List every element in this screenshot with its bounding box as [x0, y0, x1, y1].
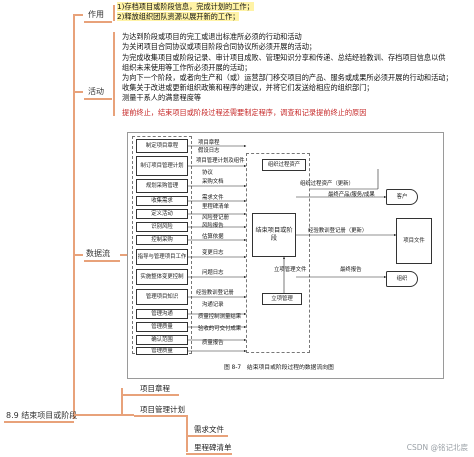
node-zuoyong-underline	[84, 21, 112, 23]
legislation-mgmt-box: 立项管理	[262, 293, 302, 305]
huodong-line-5: 为向下一个阶段，或者向生产和（或）运营部门移交项目的产品、服务或成果所必须开展的…	[122, 73, 453, 82]
huodong-line-1: 为达到阶段或项目的完工或退出标准所必须的行动和活动	[122, 32, 302, 41]
huodong-line-7: 测量干系人的满意程度等	[122, 93, 202, 102]
grandchild-node-2[interactable]: 里程碑清单	[194, 443, 232, 452]
grandchild-node-2-underline	[186, 453, 232, 455]
children-bracket	[121, 388, 123, 414]
child-2-connector	[121, 414, 134, 416]
node-shujuliu[interactable]: 数据流	[86, 249, 110, 258]
huodong-bracket	[113, 32, 115, 116]
flow-label-16: 验收的可交付成果	[198, 326, 242, 332]
final-report-label: 最终报告	[340, 267, 362, 273]
process-box-1: 制定项目章程	[136, 139, 188, 153]
process-box-8: 指导与管理项目工作	[136, 249, 188, 265]
grandchild-node-1[interactable]: 需求文件	[194, 425, 224, 434]
branch-connector-zuoyong	[73, 14, 83, 16]
child-1-connector	[121, 394, 134, 396]
process-box-4: 收集需求	[136, 196, 188, 206]
org-assets-box: 组织过程资产	[262, 159, 306, 171]
project-docs-box: 项目文件	[396, 218, 432, 264]
shujuliu-to-diagram	[120, 254, 127, 256]
process-box-12: 管理质量	[136, 322, 188, 332]
center-dashed-frame	[246, 153, 310, 353]
flow-label-11: 变更日志	[202, 250, 224, 256]
flow-label-14: 沟通记录	[202, 302, 224, 308]
child-node-2-underline	[134, 415, 186, 417]
huodong-line-3: 为完成收集项目或阶段记录、审计项目成败、管理知识分享和传递、总结经验教训、存档项…	[122, 53, 446, 62]
process-box-3: 规划采购管理	[136, 179, 188, 193]
node-huodong[interactable]: 活动	[88, 87, 104, 96]
center-process-box: 结束项目或阶段	[252, 213, 296, 257]
process-box-2: 制订项目管理计划	[136, 156, 188, 176]
diagram-caption: 图 8-7 结束项目或阶段过程的数据流向图	[224, 365, 334, 371]
process-box-7: 控制采购	[136, 235, 188, 245]
flow-label-7: 里程碑清单	[202, 204, 229, 210]
zuoyong-bracket	[113, 5, 115, 21]
flow-label-15: 质量控制测量结果	[198, 314, 242, 320]
legislation-doc-label: 立项管理文件	[274, 267, 307, 273]
zuoyong-line-2: 2)释放组织团队资源以展开新的工作；	[117, 12, 240, 21]
node-huodong-underline	[84, 98, 112, 100]
huodong-line-6: 收集关于改进或更新组织政策和程序的建议，并将它们发送给相应的组织部门；	[122, 83, 374, 92]
lessons-update-label: 经验教训登记册（更新）	[308, 228, 368, 234]
flow-label-17: 质量报告	[202, 340, 224, 346]
branch-connector-shujuliu	[73, 254, 83, 256]
flow-label-2: 假设日志	[198, 148, 220, 154]
main-trunk-line	[73, 14, 75, 419]
huodong-tip: 提前终止，结束项目或阶段过程还需要制定程序，调查和记录提前终止的原因	[122, 108, 367, 117]
flow-label-9: 风险报告	[202, 223, 224, 229]
branch-connector-huodong	[73, 91, 83, 93]
diagram-arrows	[188, 144, 397, 353]
flow-label-1: 项目章程	[198, 140, 220, 146]
flow-label-12: 问题日志	[202, 270, 224, 276]
flow-label-6: 需求文件	[202, 195, 224, 201]
children-connector	[74, 414, 122, 416]
node-shujuliu-underline	[84, 260, 120, 262]
huodong-line-4: 组织未来使用等工作所必须开展的活动；	[122, 63, 252, 72]
data-flow-diagram: 制定项目章程 制订项目管理计划 规划采购管理 收集需求 定义活动 识别风险 控制…	[127, 132, 444, 379]
flow-label-8: 风险登记册	[202, 215, 229, 221]
child-node-1[interactable]: 项目章程	[140, 384, 170, 393]
flow-label-3: 项目管理计划及组件	[196, 158, 245, 164]
final-output-label: 最终产品/服务/成果	[328, 192, 375, 198]
flow-label-4: 协议	[202, 170, 213, 176]
root-underline	[4, 421, 74, 423]
flow-label-5: 采购文档	[202, 179, 224, 185]
root-node[interactable]: 8.9 结束项目或阶段	[6, 411, 78, 420]
customer-box: 客户	[386, 189, 418, 205]
process-box-5: 定义活动	[136, 209, 188, 219]
zuoyong-line-1: 1)存档项目或阶段信息，完成计划的工作；	[117, 2, 254, 11]
process-box-14: 管理质量	[136, 347, 188, 355]
grandchildren-bracket	[186, 415, 188, 452]
process-box-6: 识别风险	[136, 222, 188, 232]
organization-box: 组织	[386, 271, 418, 287]
flow-label-13: 经验教训登记册	[196, 290, 234, 296]
process-box-11: 管理沟通	[136, 309, 188, 319]
child-node-1-underline	[134, 394, 179, 396]
child-node-2[interactable]: 项目管理计划	[140, 405, 185, 414]
process-box-10: 管理项目知识	[136, 289, 188, 305]
watermark-text: CSDN @铭记北宸	[406, 443, 468, 452]
org-assets-update-label: 组织过程资产（更新）	[300, 181, 354, 187]
grandchild-node-1-underline	[186, 435, 228, 437]
huodong-line-2: 为关闭项目合同协议或项目阶段合同协议所必须开展的活动；	[122, 42, 317, 51]
process-box-13: 确认范围	[136, 335, 188, 345]
process-box-9: 实施整体变更控制	[136, 269, 188, 285]
node-zuoyong[interactable]: 作用	[88, 10, 104, 19]
flow-label-10: 估算依据	[202, 234, 224, 240]
